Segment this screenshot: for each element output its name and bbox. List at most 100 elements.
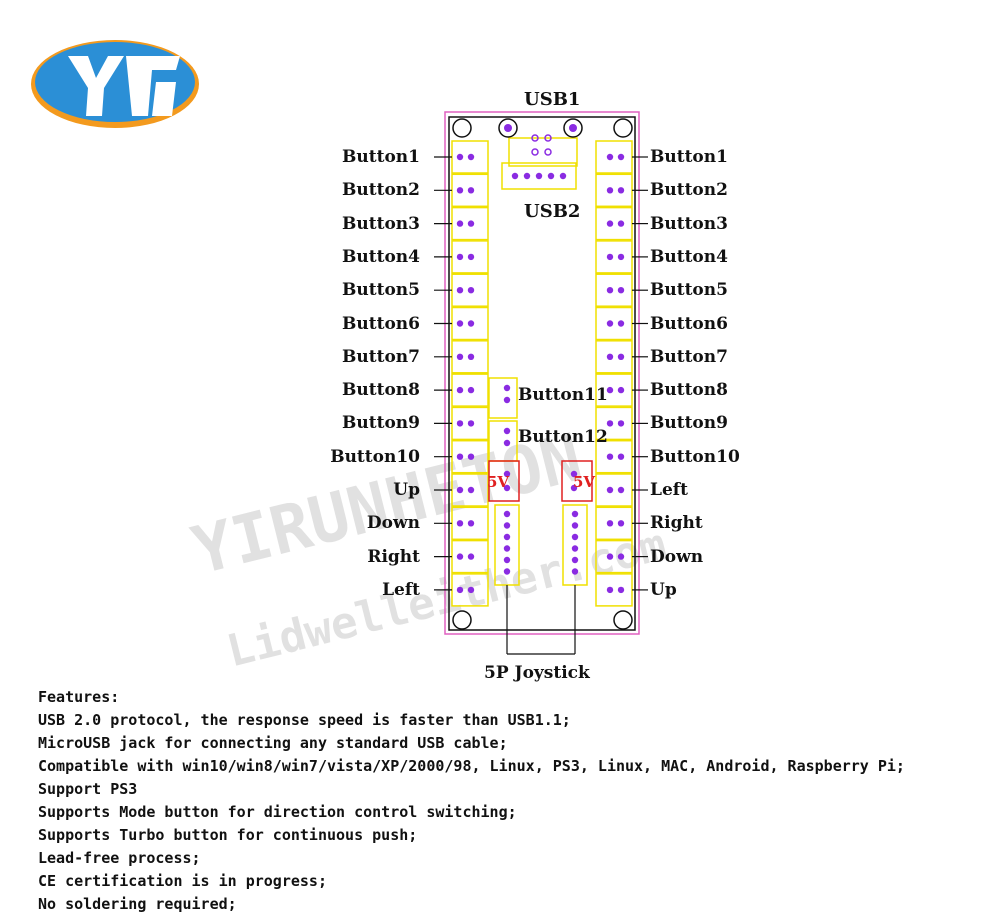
left-connector-pin bbox=[467, 220, 475, 227]
right-connector-pin bbox=[617, 320, 625, 327]
feature-item: Supports Mode button for direction contr… bbox=[38, 803, 517, 821]
left-pin-label: Left bbox=[382, 579, 420, 600]
button11-connector bbox=[488, 377, 518, 419]
usb1-pin bbox=[531, 134, 539, 142]
pcb-outline bbox=[444, 111, 640, 635]
right-connector-pin bbox=[606, 153, 614, 161]
left-connector-pin bbox=[456, 220, 464, 227]
right-connector-pin bbox=[606, 420, 614, 427]
right-connector-pin bbox=[606, 520, 614, 527]
right-connector bbox=[595, 206, 633, 241]
button12-connector bbox=[488, 420, 518, 462]
right-pin-label: Button3 bbox=[650, 213, 728, 234]
left-connector-pin bbox=[456, 553, 464, 560]
left-connector-pin bbox=[467, 187, 475, 194]
joystick-pin bbox=[503, 522, 511, 529]
right-pin-label: Right bbox=[650, 513, 703, 534]
right-pin-label: Button10 bbox=[650, 446, 740, 467]
right-connector-pin bbox=[617, 287, 625, 294]
right-pin-label: Button7 bbox=[650, 346, 728, 367]
button12-label: Button12 bbox=[518, 427, 608, 447]
usb1-shield-hole bbox=[563, 118, 583, 138]
left-pin-label: Down bbox=[366, 513, 420, 534]
joystick-pin bbox=[571, 568, 579, 575]
power-left-pin bbox=[503, 470, 511, 478]
right-connector-pin bbox=[617, 386, 625, 394]
joystick-pin bbox=[571, 510, 579, 518]
button11-connector-pin bbox=[503, 396, 511, 404]
right-connector-pin bbox=[606, 386, 614, 394]
joystick-pin bbox=[503, 510, 511, 518]
joystick-label: 5P Joystick bbox=[484, 663, 590, 683]
left-connector-pin bbox=[456, 253, 464, 261]
left-connector-pin bbox=[467, 420, 475, 427]
left-pin-label: Button4 bbox=[342, 246, 420, 267]
left-connector-pin bbox=[456, 486, 464, 494]
left-connector-pin bbox=[456, 520, 464, 527]
left-connector-pin bbox=[467, 453, 475, 460]
left-connector-pin bbox=[467, 320, 475, 327]
mounting-hole bbox=[613, 610, 633, 630]
joystick-pin bbox=[503, 545, 511, 552]
mounting-hole bbox=[613, 118, 633, 138]
feature-item: No soldering required; bbox=[38, 895, 237, 913]
joystick-pin bbox=[503, 556, 511, 564]
left-connector-pin bbox=[456, 187, 464, 194]
mounting-hole bbox=[452, 610, 472, 630]
right-connector bbox=[595, 306, 633, 341]
usb1-shield-pin bbox=[569, 124, 577, 132]
left-connector-pin bbox=[467, 486, 475, 494]
left-pin-label: Button10 bbox=[330, 446, 420, 467]
left-pin-label: Button6 bbox=[342, 313, 420, 334]
feature-item: Lead-free process; bbox=[38, 849, 201, 867]
left-connector-pin bbox=[456, 586, 464, 594]
feature-item: MicroUSB jack for connecting any standar… bbox=[38, 734, 508, 752]
usb1-label: USB1 bbox=[524, 89, 581, 110]
left-pin-label: Button1 bbox=[342, 147, 420, 167]
power-left-pin bbox=[503, 484, 511, 492]
power-right-connector bbox=[561, 460, 593, 502]
usb2-pin bbox=[559, 172, 567, 180]
left-connector-pin bbox=[456, 420, 464, 427]
feature-item: USB 2.0 protocol, the response speed is … bbox=[38, 711, 571, 729]
pcb-diagram bbox=[434, 111, 648, 655]
button12-connector-pin bbox=[503, 439, 511, 447]
right-connector bbox=[595, 173, 633, 208]
right-connector bbox=[595, 506, 633, 541]
button11-label: Button11 bbox=[518, 385, 608, 405]
usb1-shield-hole bbox=[498, 118, 518, 138]
power-right-label: 5V bbox=[573, 473, 596, 491]
right-pin-label: Button2 bbox=[650, 180, 728, 201]
right-connector-pin bbox=[606, 220, 614, 227]
logo-mark bbox=[68, 56, 180, 116]
left-pin-label: Button7 bbox=[342, 346, 420, 367]
right-pin-label: Button6 bbox=[650, 313, 728, 334]
right-connector-pin bbox=[617, 486, 625, 494]
right-pin-label: Button5 bbox=[650, 280, 728, 301]
left-connector-pin bbox=[467, 153, 475, 161]
usb1-pin bbox=[531, 148, 539, 156]
left-connector-pin bbox=[467, 253, 475, 261]
left-connector-pin bbox=[456, 353, 464, 360]
left-pin-label: Button2 bbox=[342, 180, 420, 201]
right-connector-pin bbox=[606, 187, 614, 194]
joystick-pin bbox=[571, 556, 579, 564]
left-connector-pin bbox=[467, 287, 475, 294]
usb1-pin bbox=[544, 148, 552, 156]
left-pin-label: Right bbox=[367, 546, 420, 567]
right-connector-pin bbox=[606, 320, 614, 327]
right-connector-pin bbox=[617, 187, 625, 194]
right-connector-pin bbox=[617, 453, 625, 460]
left-connector-pin bbox=[467, 520, 475, 527]
left-connector-pin bbox=[456, 386, 464, 394]
button12-connector-pin bbox=[503, 427, 511, 435]
joystick-pin bbox=[571, 545, 579, 552]
left-connector-pin bbox=[456, 320, 464, 327]
joystick-pin bbox=[571, 533, 579, 541]
right-pin-label: Up bbox=[650, 579, 677, 600]
button11-connector-pin bbox=[503, 384, 511, 392]
joystick-pin bbox=[503, 533, 511, 541]
right-connector-pin bbox=[606, 287, 614, 294]
right-connector-pin bbox=[606, 586, 614, 594]
left-pin-label: Up bbox=[393, 480, 420, 500]
